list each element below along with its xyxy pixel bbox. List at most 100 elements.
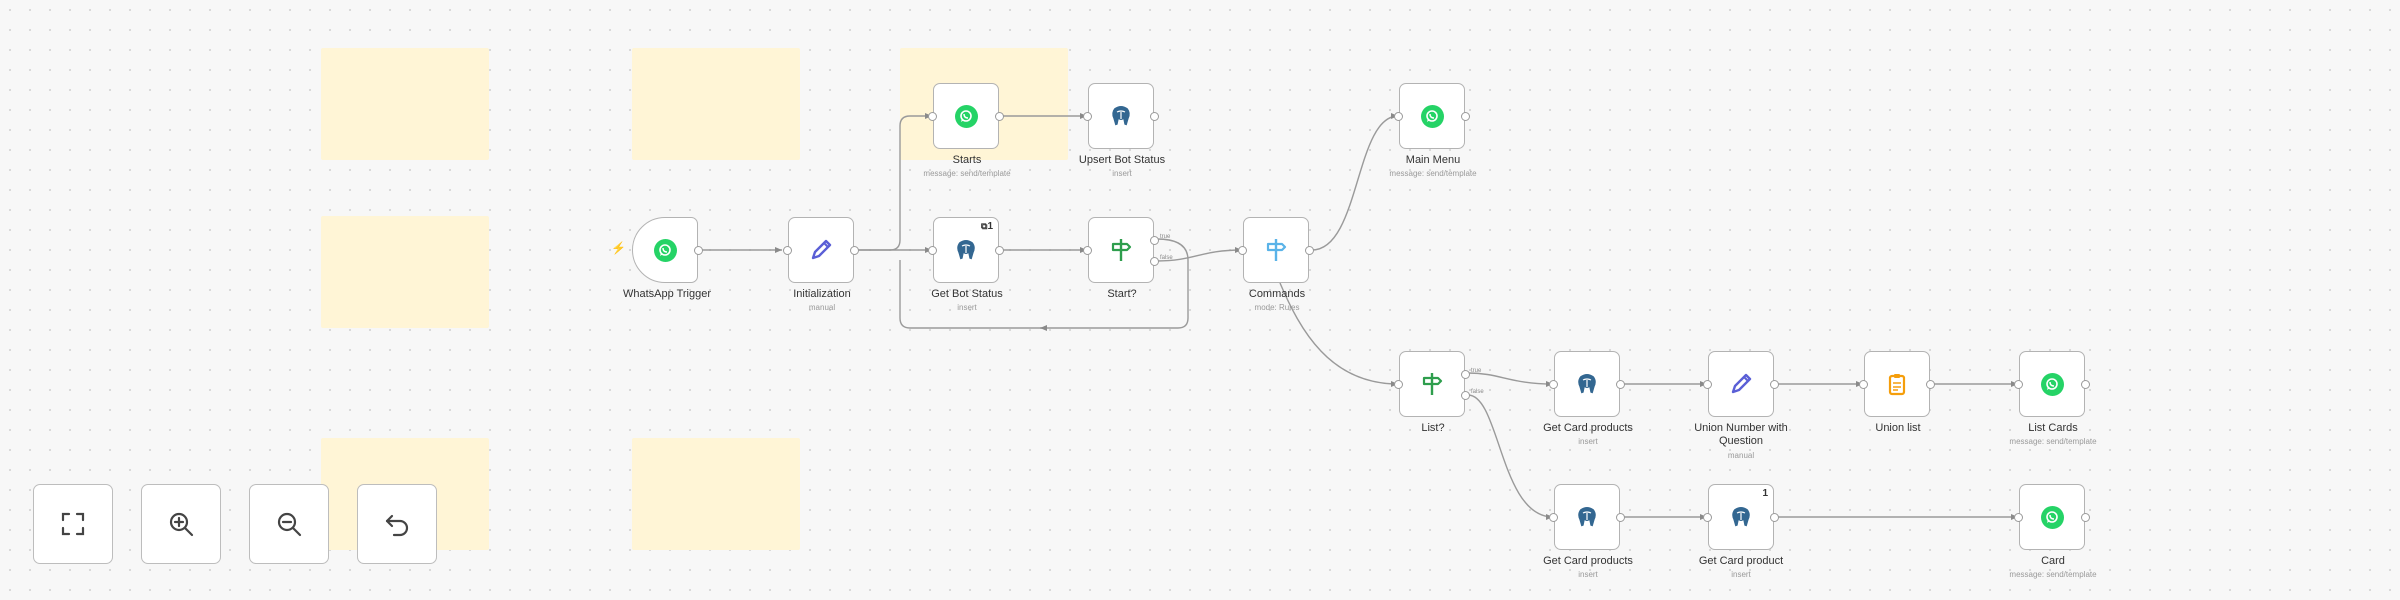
node-title: Get Card products: [1543, 555, 1633, 567]
node-title: Get Bot Status: [931, 288, 1003, 300]
input-port[interactable]: [783, 246, 792, 255]
node-starts[interactable]: [928, 83, 1004, 149]
branch-label-false: false: [1471, 389, 1484, 395]
output-port[interactable]: [850, 246, 859, 255]
output-port-false[interactable]: false: [1461, 389, 1484, 400]
node-subtitle: insert: [1731, 570, 1751, 579]
whatsapp-icon: [653, 238, 677, 262]
node-upsert-bot-status[interactable]: [1083, 83, 1159, 149]
node-get-card-products[interactable]: [1549, 351, 1625, 417]
output-port[interactable]: [2081, 380, 2090, 389]
zoom-in-icon: [169, 512, 194, 537]
input-port[interactable]: [1238, 246, 1247, 255]
whatsapp-icon: [2040, 372, 2064, 396]
node-initialization[interactable]: [783, 217, 859, 283]
node-title: List Cards: [2028, 422, 2078, 434]
input-port[interactable]: [2014, 380, 2023, 389]
fit-view-button[interactable]: [33, 484, 113, 564]
badge-count: 1: [987, 221, 993, 232]
input-port[interactable]: [928, 112, 937, 121]
input-port[interactable]: [1394, 380, 1403, 389]
node-title: Commands: [1248, 288, 1306, 300]
output-port[interactable]: [1926, 380, 1935, 389]
node-main-menu[interactable]: [1394, 83, 1470, 149]
node-title: Initialization: [793, 288, 851, 300]
sticky-note[interactable]: [321, 216, 489, 328]
node-title: List?: [1421, 422, 1445, 434]
node-commands[interactable]: [1238, 217, 1314, 283]
node-start-check[interactable]: true false: [1083, 217, 1173, 283]
whatsapp-icon: [2040, 505, 2064, 529]
node-title: Get Card product: [1698, 555, 1784, 567]
output-port[interactable]: [1616, 380, 1625, 389]
node-title: Card: [2041, 555, 2065, 567]
fullscreen-icon: [61, 512, 85, 536]
node-union-list[interactable]: [1859, 351, 1935, 417]
postgres-icon: [1577, 506, 1597, 528]
output-port[interactable]: [2081, 513, 2090, 522]
signpost-icon: [1422, 373, 1443, 395]
node-subtitle: insert: [1112, 169, 1132, 178]
node-get-card-products[interactable]: [1549, 484, 1625, 550]
output-port-false[interactable]: false: [1150, 255, 1173, 266]
input-port[interactable]: [1083, 246, 1092, 255]
output-port[interactable]: [1461, 112, 1470, 121]
zoom-in-button[interactable]: [141, 484, 221, 564]
node-subtitle: message: send/template: [2009, 570, 2097, 579]
input-port[interactable]: [1083, 112, 1092, 121]
output-port[interactable]: [1305, 246, 1314, 255]
connection: [1467, 394, 1554, 520]
output-port[interactable]: [1770, 513, 1779, 522]
sticky-note[interactable]: [632, 48, 800, 160]
zoom-out-button[interactable]: [249, 484, 329, 564]
node-card[interactable]: [2014, 484, 2090, 550]
input-port[interactable]: [1394, 112, 1403, 121]
node-get-card-product[interactable]: 1: [1703, 484, 1779, 550]
node-subtitle: message: send/template: [2009, 437, 2097, 446]
input-port[interactable]: [1549, 380, 1558, 389]
sticky-note[interactable]: [632, 438, 800, 550]
node-title: Start?: [1107, 288, 1137, 300]
input-port[interactable]: [2014, 513, 2023, 522]
sticky-note[interactable]: [321, 48, 489, 160]
input-port[interactable]: [928, 246, 937, 255]
output-port[interactable]: [694, 246, 703, 255]
node-subtitle: message: send/template: [923, 169, 1011, 178]
connection: [1156, 247, 1243, 262]
connection: [899, 238, 1189, 329]
node-get-bot-status[interactable]: ⧉1: [928, 217, 1004, 283]
output-port[interactable]: [995, 246, 1004, 255]
output-port[interactable]: [1150, 112, 1159, 121]
zoom-out-icon: [277, 512, 302, 537]
signpost-icon: [1266, 239, 1287, 261]
node-list-check[interactable]: true false: [1394, 351, 1484, 417]
branch-label-true: true: [1160, 234, 1171, 240]
node-union-number[interactable]: [1703, 351, 1779, 417]
output-port-true[interactable]: true: [1461, 368, 1481, 379]
postgres-icon: [1111, 105, 1131, 127]
input-port[interactable]: [1859, 380, 1868, 389]
input-port[interactable]: [1549, 513, 1558, 522]
reset-zoom-button[interactable]: [357, 484, 437, 564]
node-title: Union Number with Question: [1694, 422, 1788, 447]
node-subtitle: manual: [1727, 451, 1755, 460]
node-subtitle: insert: [957, 303, 977, 312]
output-port[interactable]: [1770, 380, 1779, 389]
connection: [1467, 372, 1554, 387]
whatsapp-icon: [1420, 104, 1444, 128]
output-port-true[interactable]: true: [1150, 234, 1170, 245]
input-port[interactable]: [1703, 513, 1712, 522]
output-port[interactable]: [1616, 513, 1625, 522]
input-port[interactable]: [1703, 380, 1712, 389]
clipboard-icon: [1888, 374, 1906, 396]
node-list-cards[interactable]: [2014, 351, 2090, 417]
node-subtitle: insert: [1578, 570, 1598, 579]
node-subtitle: message: send/template: [1389, 169, 1477, 178]
undo-icon: [385, 514, 409, 537]
output-port[interactable]: [995, 112, 1004, 121]
pencil-icon: [811, 239, 832, 260]
node-whatsapp-trigger[interactable]: [632, 217, 703, 283]
node-title: Get Card products: [1543, 422, 1633, 434]
